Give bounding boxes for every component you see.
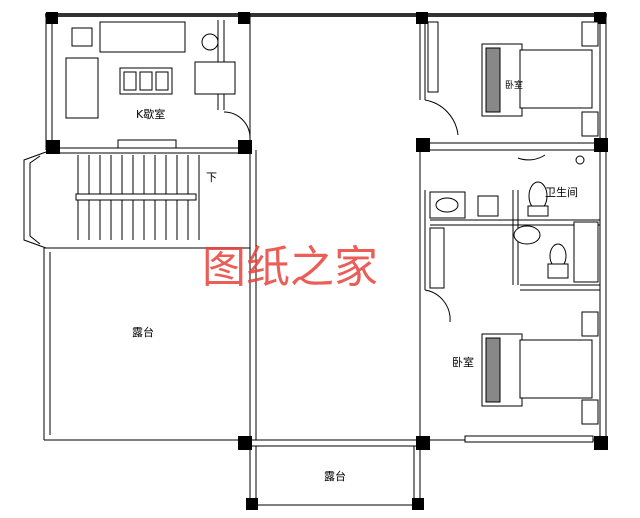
- stair-handrail: [75, 193, 197, 201]
- label-bathroom: 卫生间: [545, 185, 578, 199]
- label-lounge: K歇室: [136, 107, 165, 121]
- bedroom-bottom-furniture: [464, 311, 599, 443]
- label-bedroom-top: 卧室: [505, 79, 523, 91]
- columns: [46, 12, 608, 510]
- label-bedroom-bottom: 卧室: [452, 355, 474, 369]
- lounge-furniture: [65, 21, 251, 149]
- staircase: [75, 155, 200, 240]
- bathroom-fixtures: [424, 154, 599, 323]
- label-terrace-bottom: 露台: [324, 469, 346, 483]
- label-terrace-left: 露台: [132, 325, 154, 339]
- walls: [23, 13, 607, 508]
- bedroom-top-furniture: [424, 21, 599, 137]
- watermark: 图纸之家: [202, 242, 378, 293]
- label-stairs-down: 下: [206, 171, 217, 184]
